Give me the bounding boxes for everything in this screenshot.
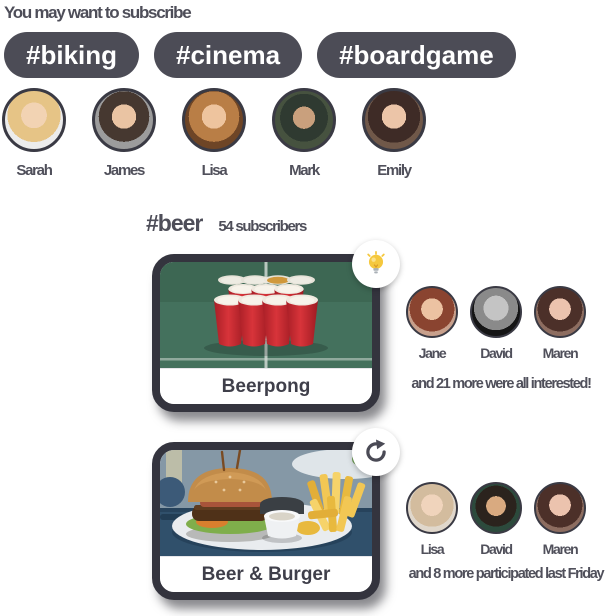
person-name: Lisa xyxy=(420,541,445,557)
card-title-beerpong: Beerpong xyxy=(160,368,372,404)
person-maren[interactable]: Maren xyxy=(534,286,586,361)
beerpong-interest-note: and 21 more were all interested! xyxy=(411,376,592,392)
avatar[interactable] xyxy=(406,286,458,338)
avatar[interactable] xyxy=(406,482,458,534)
avatar[interactable] xyxy=(534,286,586,338)
avatar[interactable] xyxy=(182,88,246,152)
person-david-2[interactable]: David xyxy=(470,482,522,557)
person-james[interactable]: James xyxy=(92,88,156,179)
person-name: Maren xyxy=(542,345,579,361)
avatar[interactable] xyxy=(534,482,586,534)
avatar[interactable] xyxy=(362,88,426,152)
beer-section-heading: #beer 54 subscribers xyxy=(146,210,307,237)
person-name: Mark xyxy=(289,162,320,179)
tag-pill-row: #biking #cinema #boardgame xyxy=(4,32,516,78)
suggested-people-row: Sarah James Lisa Mark Emily xyxy=(2,88,426,179)
person-maren-2[interactable]: Maren xyxy=(534,482,586,557)
beer-hashtag-label: #beer xyxy=(146,210,203,236)
tag-pill-biking[interactable]: #biking xyxy=(4,32,140,78)
card-beerpong[interactable]: Beerpong xyxy=(152,254,380,412)
person-name: Jane xyxy=(418,345,447,361)
person-lisa-2[interactable]: Lisa xyxy=(406,482,458,557)
avatar[interactable] xyxy=(92,88,156,152)
person-name: James xyxy=(103,162,146,179)
lightbulb-badge[interactable] xyxy=(352,240,400,288)
page-title: You may want to subscribe xyxy=(4,3,192,22)
avatar[interactable] xyxy=(470,482,522,534)
person-name: Emily xyxy=(377,162,412,179)
tag-pill-boardgame[interactable]: #boardgame xyxy=(317,32,516,78)
card-title-beer-burger: Beer & Burger xyxy=(160,556,372,592)
beer-burger-people-row: Lisa David Maren xyxy=(406,482,586,557)
person-mark[interactable]: Mark xyxy=(272,88,336,179)
beer-burger-image xyxy=(160,450,372,556)
beer-burger-participation-note: and 8 more participated last Friday xyxy=(408,566,605,582)
lightbulb-icon xyxy=(367,251,385,274)
card-beer-burger[interactable]: Beer & Burger xyxy=(152,442,380,600)
person-name: Lisa xyxy=(201,162,228,179)
person-david[interactable]: David xyxy=(470,286,522,361)
tag-pill-cinema[interactable]: #cinema xyxy=(154,32,303,78)
person-name: Maren xyxy=(542,541,579,557)
subscriber-count-label: 54 subscribers xyxy=(218,218,307,235)
person-sarah[interactable]: Sarah xyxy=(2,88,66,179)
avatar[interactable] xyxy=(272,88,336,152)
refresh-icon xyxy=(366,439,386,462)
person-lisa[interactable]: Lisa xyxy=(182,88,246,179)
person-jane[interactable]: Jane xyxy=(406,286,458,361)
person-name: David xyxy=(480,345,513,361)
refresh-badge[interactable] xyxy=(352,428,400,476)
person-name: Sarah xyxy=(16,162,53,179)
person-name: David xyxy=(480,541,513,557)
avatar[interactable] xyxy=(470,286,522,338)
beerpong-people-row: Jane David Maren xyxy=(406,286,586,361)
avatar[interactable] xyxy=(2,88,66,152)
person-emily[interactable]: Emily xyxy=(362,88,426,179)
beerpong-image xyxy=(160,262,372,368)
